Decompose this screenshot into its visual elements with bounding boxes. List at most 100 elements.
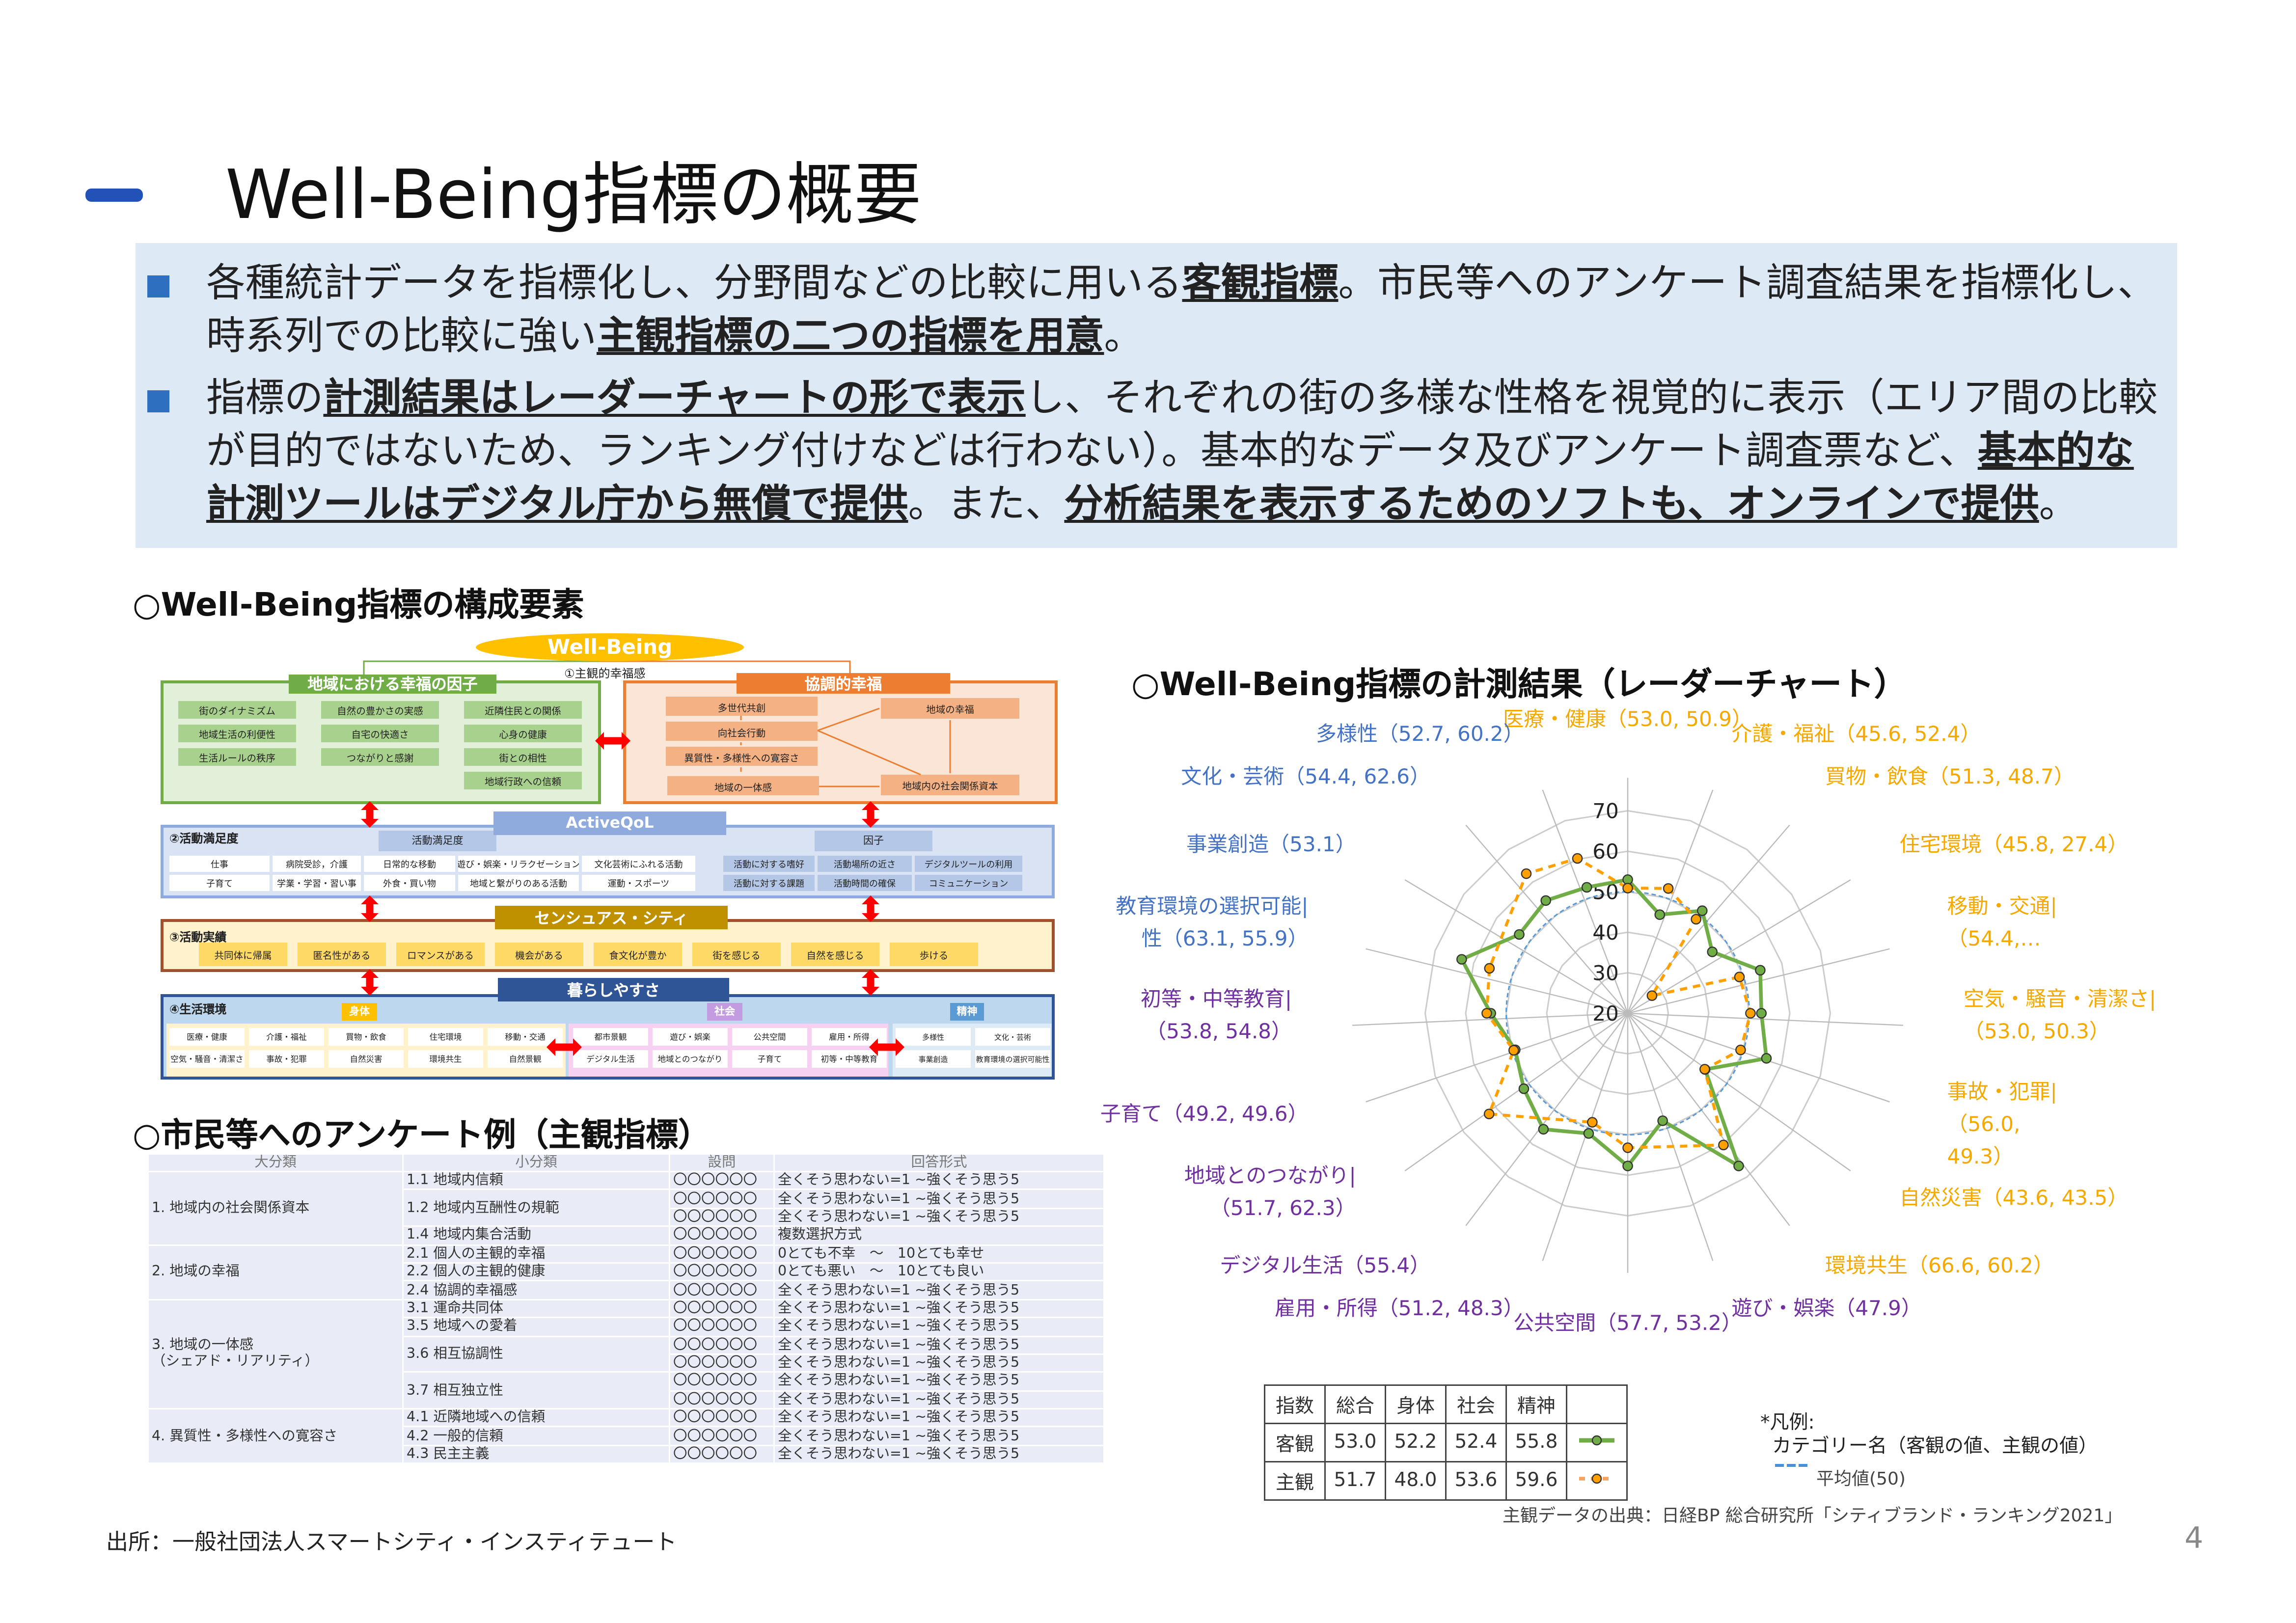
body-item: 空気・騒音・清潔さ — [169, 1050, 245, 1068]
emphasis: 基本的な計測ツールはデジタル庁から無償で提供 — [206, 429, 2134, 527]
text: 各種統計データを指標化し、分野間などの比較に用いる — [206, 261, 1182, 306]
cooperative-header: 協調的幸福 — [737, 673, 950, 694]
livability-header: 暮らしやすさ — [498, 978, 729, 1001]
body-item: 環境共生 — [408, 1050, 483, 1068]
components-diagram: Well-Being ①主観的幸福感 街のダイナミズム自然の豊かさの実感近隣住民… — [158, 626, 1061, 1082]
body-item: 自然災害 — [328, 1050, 404, 1068]
cell: 客観 — [1264, 1423, 1326, 1462]
category-label: 多様性（52.7, 60.2） — [1315, 723, 1524, 747]
legend-format: カテゴリー名（客観の値、主観の値） — [1772, 1436, 2098, 1458]
axis-line — [1627, 1013, 1714, 1261]
question: 〇〇〇〇〇〇 — [669, 1280, 775, 1300]
factor-item: 活動に対する嗜好 — [723, 856, 815, 872]
local-factor-item: 地域生活の利便性 — [178, 725, 296, 742]
r-tick-label: 20 — [1592, 1001, 1618, 1026]
header-cell: 総合 — [1324, 1384, 1386, 1424]
subjective-point — [1718, 1139, 1729, 1151]
category-label: 空気・騒音・清潔さ|（53.0, 50.3） — [1964, 988, 2157, 1044]
factors-subheader: 因子 — [815, 831, 932, 851]
major-category: 4. 異質性・多様性への寛容さ — [147, 1408, 404, 1464]
coop-item: 異質性・多様性への寛容さ — [666, 747, 818, 766]
cell: 52.2 — [1385, 1423, 1447, 1462]
category-label: 地域とのつながり|（51.7, 62.3） — [1184, 1165, 1356, 1222]
index-table-header: 指数 総合 身体 社会 精神 — [1264, 1384, 1628, 1424]
minor-category: 4.1 近隣地域への信頼 — [402, 1408, 670, 1428]
question: 〇〇〇〇〇〇 — [669, 1298, 775, 1319]
minor-category: 1.4 地域内集合活動 — [402, 1225, 670, 1245]
activity-item: 仕事 — [169, 856, 270, 872]
answer-format: 全くそう思わない=1 ~強くそう思う5 — [773, 1207, 1105, 1227]
category-label: 雇用・所得（51.2, 48.3） — [1274, 1297, 1524, 1321]
answer-format: 全くそう思わない=1 ~強くそう思う5 — [773, 1408, 1105, 1428]
mind-area: 多様性文化・芸術事業創造教育環境の選択可能性 — [893, 1024, 1052, 1077]
axis-line — [1627, 1013, 1851, 1171]
local-factors-header: 地域における幸福の因子 — [289, 675, 496, 694]
activity-item: 外食・買い物 — [364, 875, 455, 891]
question: 〇〇〇〇〇〇 — [669, 1262, 775, 1282]
question: 〇〇〇〇〇〇 — [669, 1371, 775, 1392]
sensuous-item: 歩ける — [890, 943, 978, 966]
text: し、それぞれの街の多様な性格を視覚的に表示（エリア間の比較が目的ではないため、ラ… — [206, 376, 2158, 474]
survey-row: 3.5 地域への愛着〇〇〇〇〇〇全くそう思わない=1 ~強くそう思う5 — [148, 1317, 1105, 1337]
radar-category-labels: 医療・健康（53.0, 50.9）介護・福祉（45.6, 52.4）買物・飲食（… — [1100, 707, 2156, 1377]
local-factor-item: 心身の健康 — [464, 725, 582, 742]
summary-box: 各種統計データを指標化し、分野間などの比較に用いる客観指標。市民等へのアンケート… — [136, 243, 2177, 548]
cell: 主観 — [1264, 1461, 1326, 1501]
category-label: 教育環境の選択可能|性（63.1, 55.9） — [1116, 894, 1309, 951]
category-label: デジタル生活（55.4） — [1220, 1254, 1430, 1278]
answer-format: 全くそう思わない=1 ~強くそう思う5 — [773, 1444, 1105, 1464]
legend-title: *凡例: — [1760, 1412, 1815, 1434]
minor-category: 2.4 協調的幸福感 — [402, 1280, 670, 1300]
category-label: 事故・犯罪|（56.0, 49.3） — [1947, 1082, 2057, 1170]
social-item: 遊び・娯楽 — [653, 1028, 728, 1046]
axis-line — [1366, 1012, 1628, 1103]
text: 。市民等へのアンケート調査結果を指標化し、時系列での比較に強い — [206, 261, 2157, 359]
objective-series-marker-icon — [1566, 1423, 1628, 1462]
question: 〇〇〇〇〇〇 — [669, 1317, 775, 1337]
subjective-point — [1745, 1008, 1756, 1019]
header-cell: 身体 — [1385, 1384, 1447, 1424]
activity-item: 子育て — [169, 875, 270, 891]
question: 〇〇〇〇〇〇 — [669, 1335, 775, 1355]
survey-row: 1.2 地域内互酬性の規範〇〇〇〇〇〇全くそう思わない=1 ~強くそう思う5 — [148, 1189, 1105, 1227]
objective-point — [1756, 1008, 1767, 1019]
category-label: 自然災害（43.6, 43.5） — [1899, 1188, 2129, 1212]
sensuous-header: センシュアス・シティ — [495, 906, 728, 929]
category-label: 事業創造（53.1） — [1186, 833, 1356, 857]
wellbeing-ellipse: Well-Being — [476, 633, 744, 661]
local-factor-item: 自然の豊かさの実感 — [321, 701, 439, 719]
category-label: 遊び・娯楽（47.9） — [1731, 1297, 1922, 1321]
body-grid: 医療・健康介護・福祉買物・飲食住宅環境移動・交通空気・騒音・清潔さ事故・犯罪自然… — [169, 1028, 563, 1068]
body-item: 住宅環境 — [408, 1028, 483, 1046]
cell: 48.0 — [1385, 1461, 1447, 1501]
subjective-point — [1483, 1109, 1495, 1119]
emphasis: 客観指標 — [1182, 261, 1339, 306]
local-factor-item: 近隣住民との関係 — [464, 701, 582, 719]
axis-line — [1542, 789, 1629, 1014]
livability-box: ④生活環境 医療・健康介護・福祉買物・飲食住宅環境移動・交通空気・騒音・清潔さ事… — [161, 994, 1055, 1080]
objective-point — [1733, 1161, 1744, 1171]
emphasis: 主観指標の二つの指標を用意 — [597, 314, 1104, 359]
question: 〇〇〇〇〇〇 — [669, 1244, 775, 1264]
question: 〇〇〇〇〇〇 — [669, 1390, 775, 1410]
axis-line — [1627, 1012, 1890, 1103]
axis-line — [1465, 824, 1628, 1014]
body-item: 買物・飲食 — [328, 1028, 404, 1046]
objective-point — [1538, 1124, 1549, 1135]
body-item: 事故・犯罪 — [249, 1050, 324, 1068]
subjective-point — [1646, 990, 1658, 1001]
survey-row: 4.2 一般的信頼〇〇〇〇〇〇全くそう思わない=1 ~強くそう思う5 — [148, 1426, 1105, 1446]
subjective-point — [1521, 868, 1532, 879]
cell: 53.6 — [1445, 1461, 1507, 1501]
body-item: 介護・福祉 — [249, 1028, 324, 1046]
question: 〇〇〇〇〇〇 — [669, 1189, 775, 1209]
text: 。 — [2039, 482, 2078, 527]
category-label: 公共空間（57.7, 53.2） — [1513, 1312, 1742, 1336]
answer-format: 全くそう思わない=1 ~強くそう思う5 — [773, 1371, 1105, 1392]
text: 。また、 — [908, 482, 1065, 527]
axis-line — [1627, 824, 1790, 1014]
subjective-series-marker-icon — [1566, 1461, 1628, 1501]
survey-row: 1.4 地域内集合活動〇〇〇〇〇〇複数選択方式 — [148, 1225, 1105, 1245]
category-label: 介護・福祉（45.6, 52.4） — [1731, 723, 1981, 747]
survey-row: 〇〇〇〇〇〇全くそう思わない=1 ~強くそう思う5 — [148, 1207, 1105, 1227]
